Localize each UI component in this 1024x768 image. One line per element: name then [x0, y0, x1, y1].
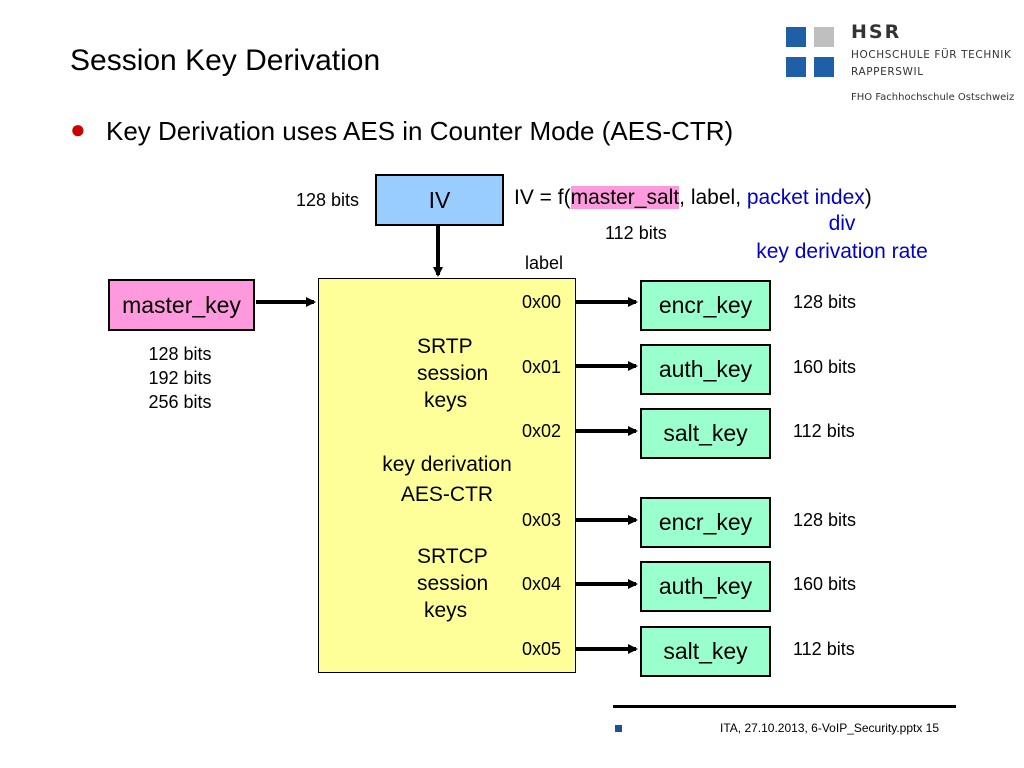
bullet-icon: ●: [70, 114, 86, 144]
key-label: auth_key: [658, 356, 753, 382]
label-0x00: 0x00: [522, 292, 562, 312]
logo-line1: HOCHSCHULE FÜR TECHNIK: [851, 49, 1012, 61]
iv-formula: IV = f(master_salt, label, packet index): [514, 186, 872, 210]
iv-formula-middle: , label,: [679, 186, 747, 209]
srtp-line3: keys: [424, 389, 468, 412]
master-key-label: master_key: [122, 291, 241, 318]
srtcp-group-label: SRTCP session keys: [417, 543, 488, 624]
srtp-auth-key-box: auth_key: [640, 344, 771, 395]
label-0x05: 0x05: [522, 639, 562, 659]
bullet-text: Key Derivation uses AES in Counter Mode …: [106, 116, 734, 146]
key-label: salt_key: [663, 420, 748, 446]
logo-square-icon: [814, 57, 834, 77]
srtp-salt-key-box: salt_key: [640, 408, 771, 459]
footer-square-icon: [615, 725, 622, 732]
master-key-bits-128: 128 bits: [148, 344, 212, 364]
key-bits: 128 bits: [793, 510, 857, 530]
srtp-line1: SRTP: [417, 335, 473, 358]
iv-box-label: IV: [428, 186, 451, 213]
logo-square-icon: [786, 57, 806, 77]
key-label: salt_key: [663, 638, 748, 664]
key-label: auth_key: [658, 573, 753, 599]
logo-line3: FHO Fachhochschule Ostschweiz: [851, 92, 1015, 103]
iv-box: IV: [375, 174, 504, 226]
srtp-encr-key-box: encr_key: [640, 280, 771, 331]
srtp-group-label: SRTP session keys: [417, 333, 488, 414]
label-0x02: 0x02: [522, 421, 562, 441]
logo-square-icon: [814, 27, 834, 47]
label-header: label: [525, 253, 564, 273]
srtcp-auth-key-box: auth_key: [640, 561, 771, 612]
srtcp-line3: keys: [424, 599, 468, 622]
key-bits: 112 bits: [793, 421, 855, 441]
key-bits: 112 bits: [793, 639, 855, 659]
kdf-line1: key derivation: [382, 453, 512, 476]
iv-bits: 128 bits: [296, 190, 360, 210]
kdf-line2: AES-CTR: [400, 483, 494, 506]
iv-formula-suffix: ): [864, 186, 872, 209]
key-label: encr_key: [658, 292, 753, 318]
slide-title: Session Key Derivation: [70, 44, 381, 77]
srtcp-salt-key-box: salt_key: [640, 626, 771, 677]
iv-formula-prefix: IV = f(: [514, 186, 571, 209]
srtcp-line2: session: [417, 572, 489, 595]
key-label: encr_key: [658, 509, 753, 535]
master-key-bits: 128 bits 192 bits 256 bits: [130, 342, 230, 414]
label-0x01: 0x01: [522, 357, 562, 377]
srtcp-encr-key-box: encr_key: [640, 497, 771, 548]
kdf-label: key derivation AES-CTR: [340, 450, 554, 510]
master-salt-text: master_salt: [570, 186, 680, 209]
key-bits: 160 bits: [793, 357, 857, 377]
label-0x03: 0x03: [522, 510, 562, 530]
master-key-box: master_key: [108, 279, 255, 331]
logo-name: HSR: [851, 21, 902, 43]
srtp-line2: session: [417, 362, 489, 385]
master-key-bits-192: 192 bits: [148, 368, 212, 388]
label-0x04: 0x04: [522, 574, 562, 594]
packet-index-text: packet index: [746, 186, 865, 209]
salt-bits: 112 bits: [605, 223, 667, 243]
key-bits: 128 bits: [793, 292, 857, 312]
footer-text: ITA, 27.10.2013, 6-VoIP_Security.pptx 15: [720, 721, 940, 735]
logo-square-icon: [786, 27, 806, 47]
div-text: div: [828, 212, 856, 235]
logo-line2: RAPPERSWIL: [851, 66, 924, 78]
footer-divider: [613, 705, 956, 708]
key-bits: 160 bits: [793, 574, 857, 594]
srtcp-line1: SRTCP: [417, 545, 488, 568]
kdf-box: [318, 278, 576, 673]
kdr-text: key derivation rate: [756, 240, 928, 263]
master-key-bits-256: 256 bits: [148, 392, 212, 412]
